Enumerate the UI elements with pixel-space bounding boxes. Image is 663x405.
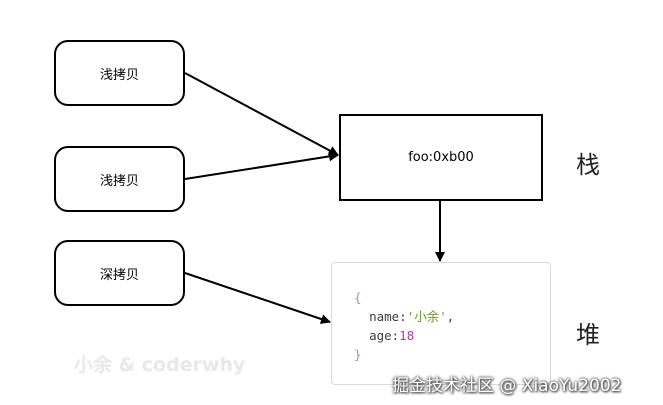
stack-box: foo:0xb00	[339, 114, 543, 201]
watermark-juejin: 掘金技术社区 @ XiaoYu2002	[392, 376, 622, 396]
code-line-close: }	[354, 345, 550, 364]
name-comma: ,	[446, 309, 455, 324]
arrow-deep-copy	[184, 272, 331, 324]
age-value: 18	[399, 328, 415, 343]
shallow-copy-label-2: 浅拷贝	[99, 173, 139, 189]
open-brace: {	[354, 290, 362, 305]
deep-copy-label: 深拷贝	[99, 267, 139, 283]
stack-content: foo:0xb00	[408, 150, 474, 165]
shallow-copy-node-2: 浅拷贝	[54, 146, 185, 212]
name-value: '小余'	[406, 309, 447, 324]
watermark-author: 小余 & coderwhy	[74, 354, 246, 376]
arrow-shallow-copy-1	[184, 72, 339, 156]
shallow-copy-label-1: 浅拷贝	[99, 67, 139, 83]
age-key: age:	[369, 328, 400, 343]
code-line-name: name:'小余',	[354, 307, 550, 326]
code-line-open: {	[354, 288, 550, 307]
stack-label: 栈	[576, 151, 600, 179]
code-line-age: age:18	[354, 326, 550, 345]
heap-label: 堆	[576, 321, 600, 349]
deep-copy-node: 深拷贝	[54, 240, 185, 306]
arrow-shallow-copy-2	[184, 151, 339, 180]
heap-object-box: { name:'小余', age:18 }	[331, 262, 551, 385]
name-key: name:	[369, 309, 407, 324]
shallow-copy-node-1: 浅拷贝	[54, 40, 185, 106]
close-brace: }	[354, 347, 362, 362]
